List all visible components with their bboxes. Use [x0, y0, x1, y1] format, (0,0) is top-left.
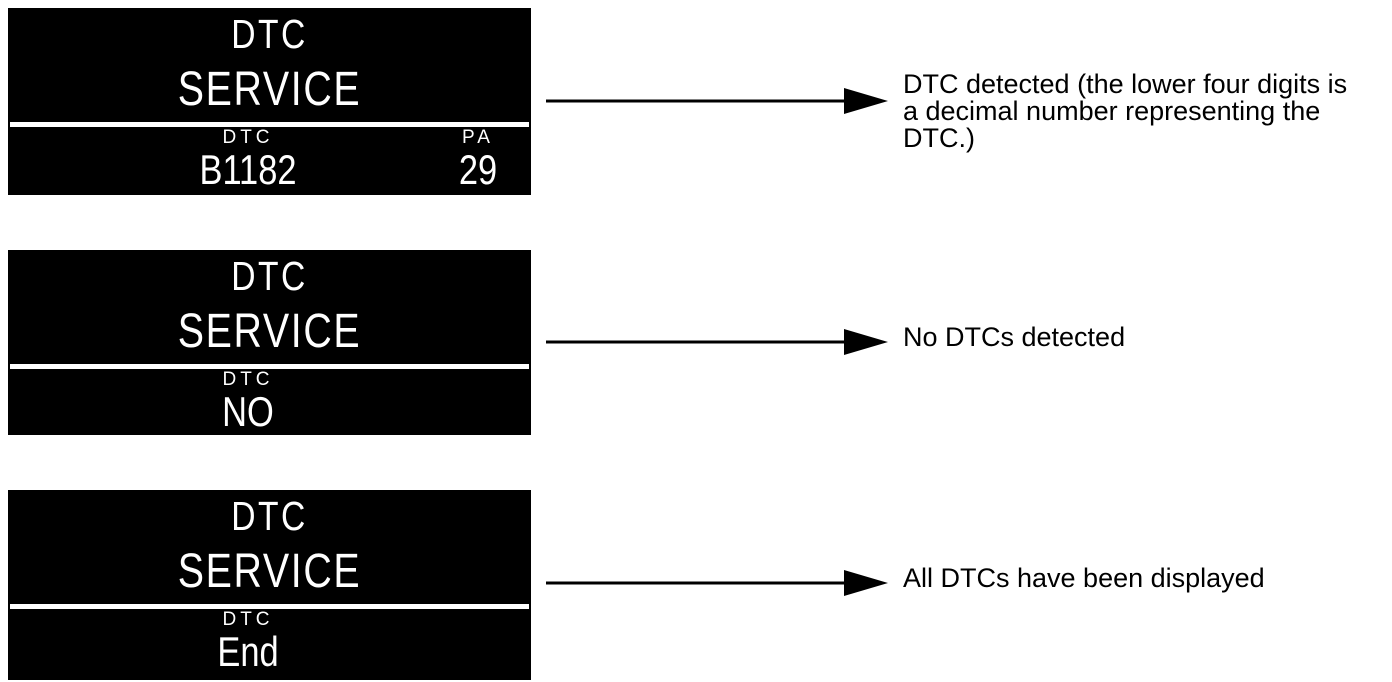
screen-divider-line — [10, 364, 529, 369]
dtc-value-label: DTC — [222, 127, 274, 148]
flow-arrow-detected — [546, 88, 888, 114]
annotation-detected: DTC detected (the lower four digits is a… — [903, 69, 1348, 153]
pa-value: 29 — [458, 146, 498, 193]
dtc-display-screen-none: DTC SERVICE DTC NO — [8, 250, 531, 435]
pa-value-label: PA — [462, 127, 494, 148]
screen-mode-subtitle: SERVICE — [177, 63, 362, 116]
dtc-value-group: DTC End — [118, 609, 378, 675]
dtc-display-screen-end: DTC SERVICE DTC End — [8, 490, 531, 680]
screen-mode-subtitle: SERVICE — [177, 545, 362, 598]
screen-divider-line — [10, 604, 529, 609]
screen-divider-line — [10, 122, 529, 127]
pa-value-group: PA 29 — [438, 127, 518, 193]
dtc-value: End — [217, 628, 279, 675]
dtc-value-label: DTC — [222, 609, 274, 630]
dtc-value-group: DTC B1182 — [118, 127, 378, 193]
dtc-value-label: DTC — [222, 369, 274, 390]
annotation-end: All DTCs have been displayed — [903, 563, 1265, 593]
screen-mode-title: DTC — [231, 493, 308, 539]
dtc-value: B1182 — [199, 146, 297, 193]
flow-arrow-end — [546, 570, 888, 596]
annotation-none: No DTCs detected — [903, 322, 1126, 352]
dtc-display-screen-detected: DTC SERVICE DTC B1182 PA 29 — [8, 8, 531, 195]
dtc-value: NO — [222, 388, 274, 435]
screen-mode-title: DTC — [231, 11, 308, 57]
flow-arrow-none — [546, 329, 888, 355]
screen-mode-subtitle: SERVICE — [177, 305, 362, 358]
screen-mode-title: DTC — [231, 253, 308, 299]
dtc-value-group: DTC NO — [118, 369, 378, 435]
